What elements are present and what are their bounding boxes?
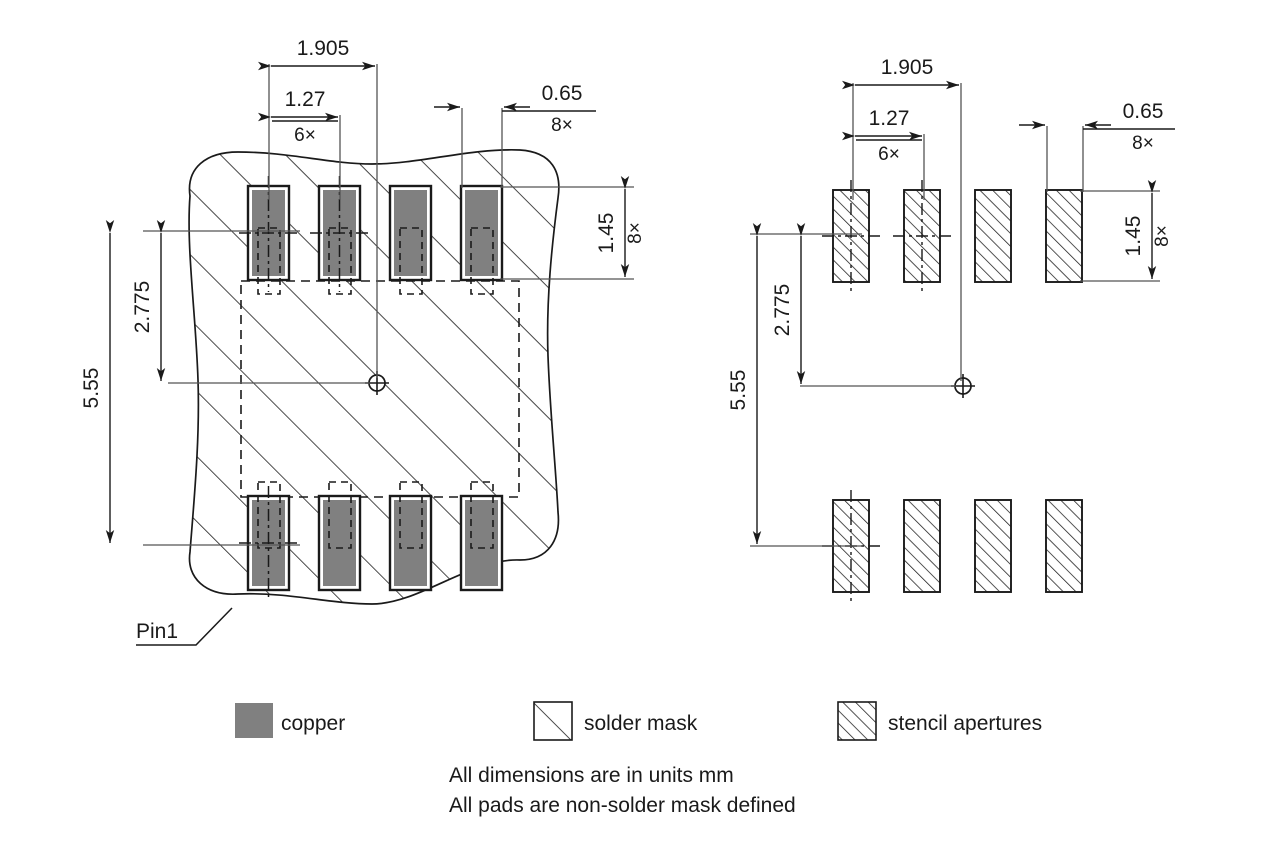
dimension-1905-left: 1.905 bbox=[258, 37, 378, 378]
stencil-aperture-outline bbox=[399, 227, 423, 295]
copper-swatch-icon bbox=[235, 703, 273, 738]
pin1-label: Pin1 bbox=[136, 620, 178, 643]
stencil-aperture bbox=[974, 499, 1012, 593]
dimension-555-left: 5.55 bbox=[80, 220, 300, 546]
stencil-aperture-outline bbox=[328, 481, 352, 549]
stencil-aperture-outline bbox=[470, 227, 494, 295]
dimension-value: 2.775 bbox=[771, 284, 794, 337]
dimension-value: 1.905 bbox=[881, 56, 934, 79]
stencil-aperture bbox=[1045, 189, 1083, 283]
notes-block: All dimensions are in units mm All pads … bbox=[449, 764, 796, 817]
dimension-145-right: 1.45 8× bbox=[1080, 180, 1173, 282]
dimension-value: 2.775 bbox=[131, 281, 154, 334]
pin1-leader: Pin1 bbox=[136, 607, 233, 646]
dimension-value: 5.55 bbox=[80, 368, 103, 409]
stencil-aperture bbox=[903, 499, 941, 593]
solder-mask-swatch-icon bbox=[533, 701, 573, 741]
legend-item-copper: copper bbox=[235, 703, 345, 738]
dimension-value: 1.27 bbox=[285, 88, 326, 111]
stencil-aperture-outline bbox=[328, 227, 352, 295]
legend-item-solder-mask: solder mask bbox=[533, 701, 698, 741]
stencil-aperture bbox=[1045, 499, 1083, 593]
dimension-multiplier: 6× bbox=[878, 144, 900, 165]
legend-label: solder mask bbox=[584, 712, 698, 735]
dimension-value: 0.65 bbox=[1123, 100, 1164, 123]
dimension-145-left: 1.45 8× bbox=[500, 176, 646, 280]
stencil-aperture-outline bbox=[399, 481, 423, 549]
pad-centre-marks bbox=[239, 176, 370, 600]
dimension-value: 1.905 bbox=[297, 37, 350, 60]
dimension-value: 5.55 bbox=[727, 370, 750, 411]
dimension-multiplier: 8× bbox=[625, 222, 646, 244]
copper-pad bbox=[317, 481, 362, 592]
copper-pad bbox=[459, 481, 504, 592]
stencil-swatch-icon bbox=[837, 701, 877, 741]
dimension-multiplier: 6× bbox=[294, 125, 316, 146]
note-line: All dimensions are in units mm bbox=[449, 764, 734, 787]
dimension-127-left: 1.27 6× bbox=[258, 88, 341, 200]
legend-label: stencil apertures bbox=[888, 712, 1042, 735]
dimension-multiplier: 8× bbox=[551, 115, 573, 136]
dimension-multiplier: 8× bbox=[1152, 225, 1173, 247]
dimension-065-left: 0.65 8× bbox=[434, 82, 596, 188]
dimension-127-right: 1.27 6× bbox=[842, 107, 925, 200]
dimension-2775-left: 2.775 bbox=[131, 220, 370, 384]
copper-pad bbox=[388, 184, 433, 295]
note-line: All pads are non-solder mask defined bbox=[449, 794, 796, 817]
legend-item-stencil-apertures: stencil apertures bbox=[837, 701, 1042, 741]
dimension-multiplier: 8× bbox=[1132, 133, 1154, 154]
stencil-aperture bbox=[974, 189, 1012, 283]
dimension-value: 1.45 bbox=[1122, 216, 1145, 257]
dimension-065-right: 0.65 8× bbox=[1019, 100, 1175, 192]
component-body-outline bbox=[240, 280, 520, 498]
copper-pad bbox=[459, 184, 504, 295]
stencil-aperture-outline bbox=[470, 481, 494, 549]
right-view-stencil-apertures: 1.905 1.27 6× 0.65 8× 1.45 8× bbox=[727, 56, 1175, 602]
dimension-1905-right: 1.905 bbox=[842, 56, 962, 381]
legend-label: copper bbox=[281, 712, 345, 735]
left-view-copper-soldermask: 1.905 1.27 6× 0.65 8× 1.45 8× bbox=[80, 37, 646, 646]
dimension-value: 0.65 bbox=[542, 82, 583, 105]
copper-pad bbox=[388, 481, 433, 592]
stencil-aperture-outline bbox=[257, 227, 281, 295]
dimension-value: 1.45 bbox=[595, 213, 618, 254]
dimension-555-right: 5.55 bbox=[727, 223, 862, 547]
legend: copper solder mask stencil apertures bbox=[235, 701, 1042, 741]
dimension-2775-right: 2.775 bbox=[750, 223, 956, 387]
dimension-value: 1.27 bbox=[869, 107, 910, 130]
